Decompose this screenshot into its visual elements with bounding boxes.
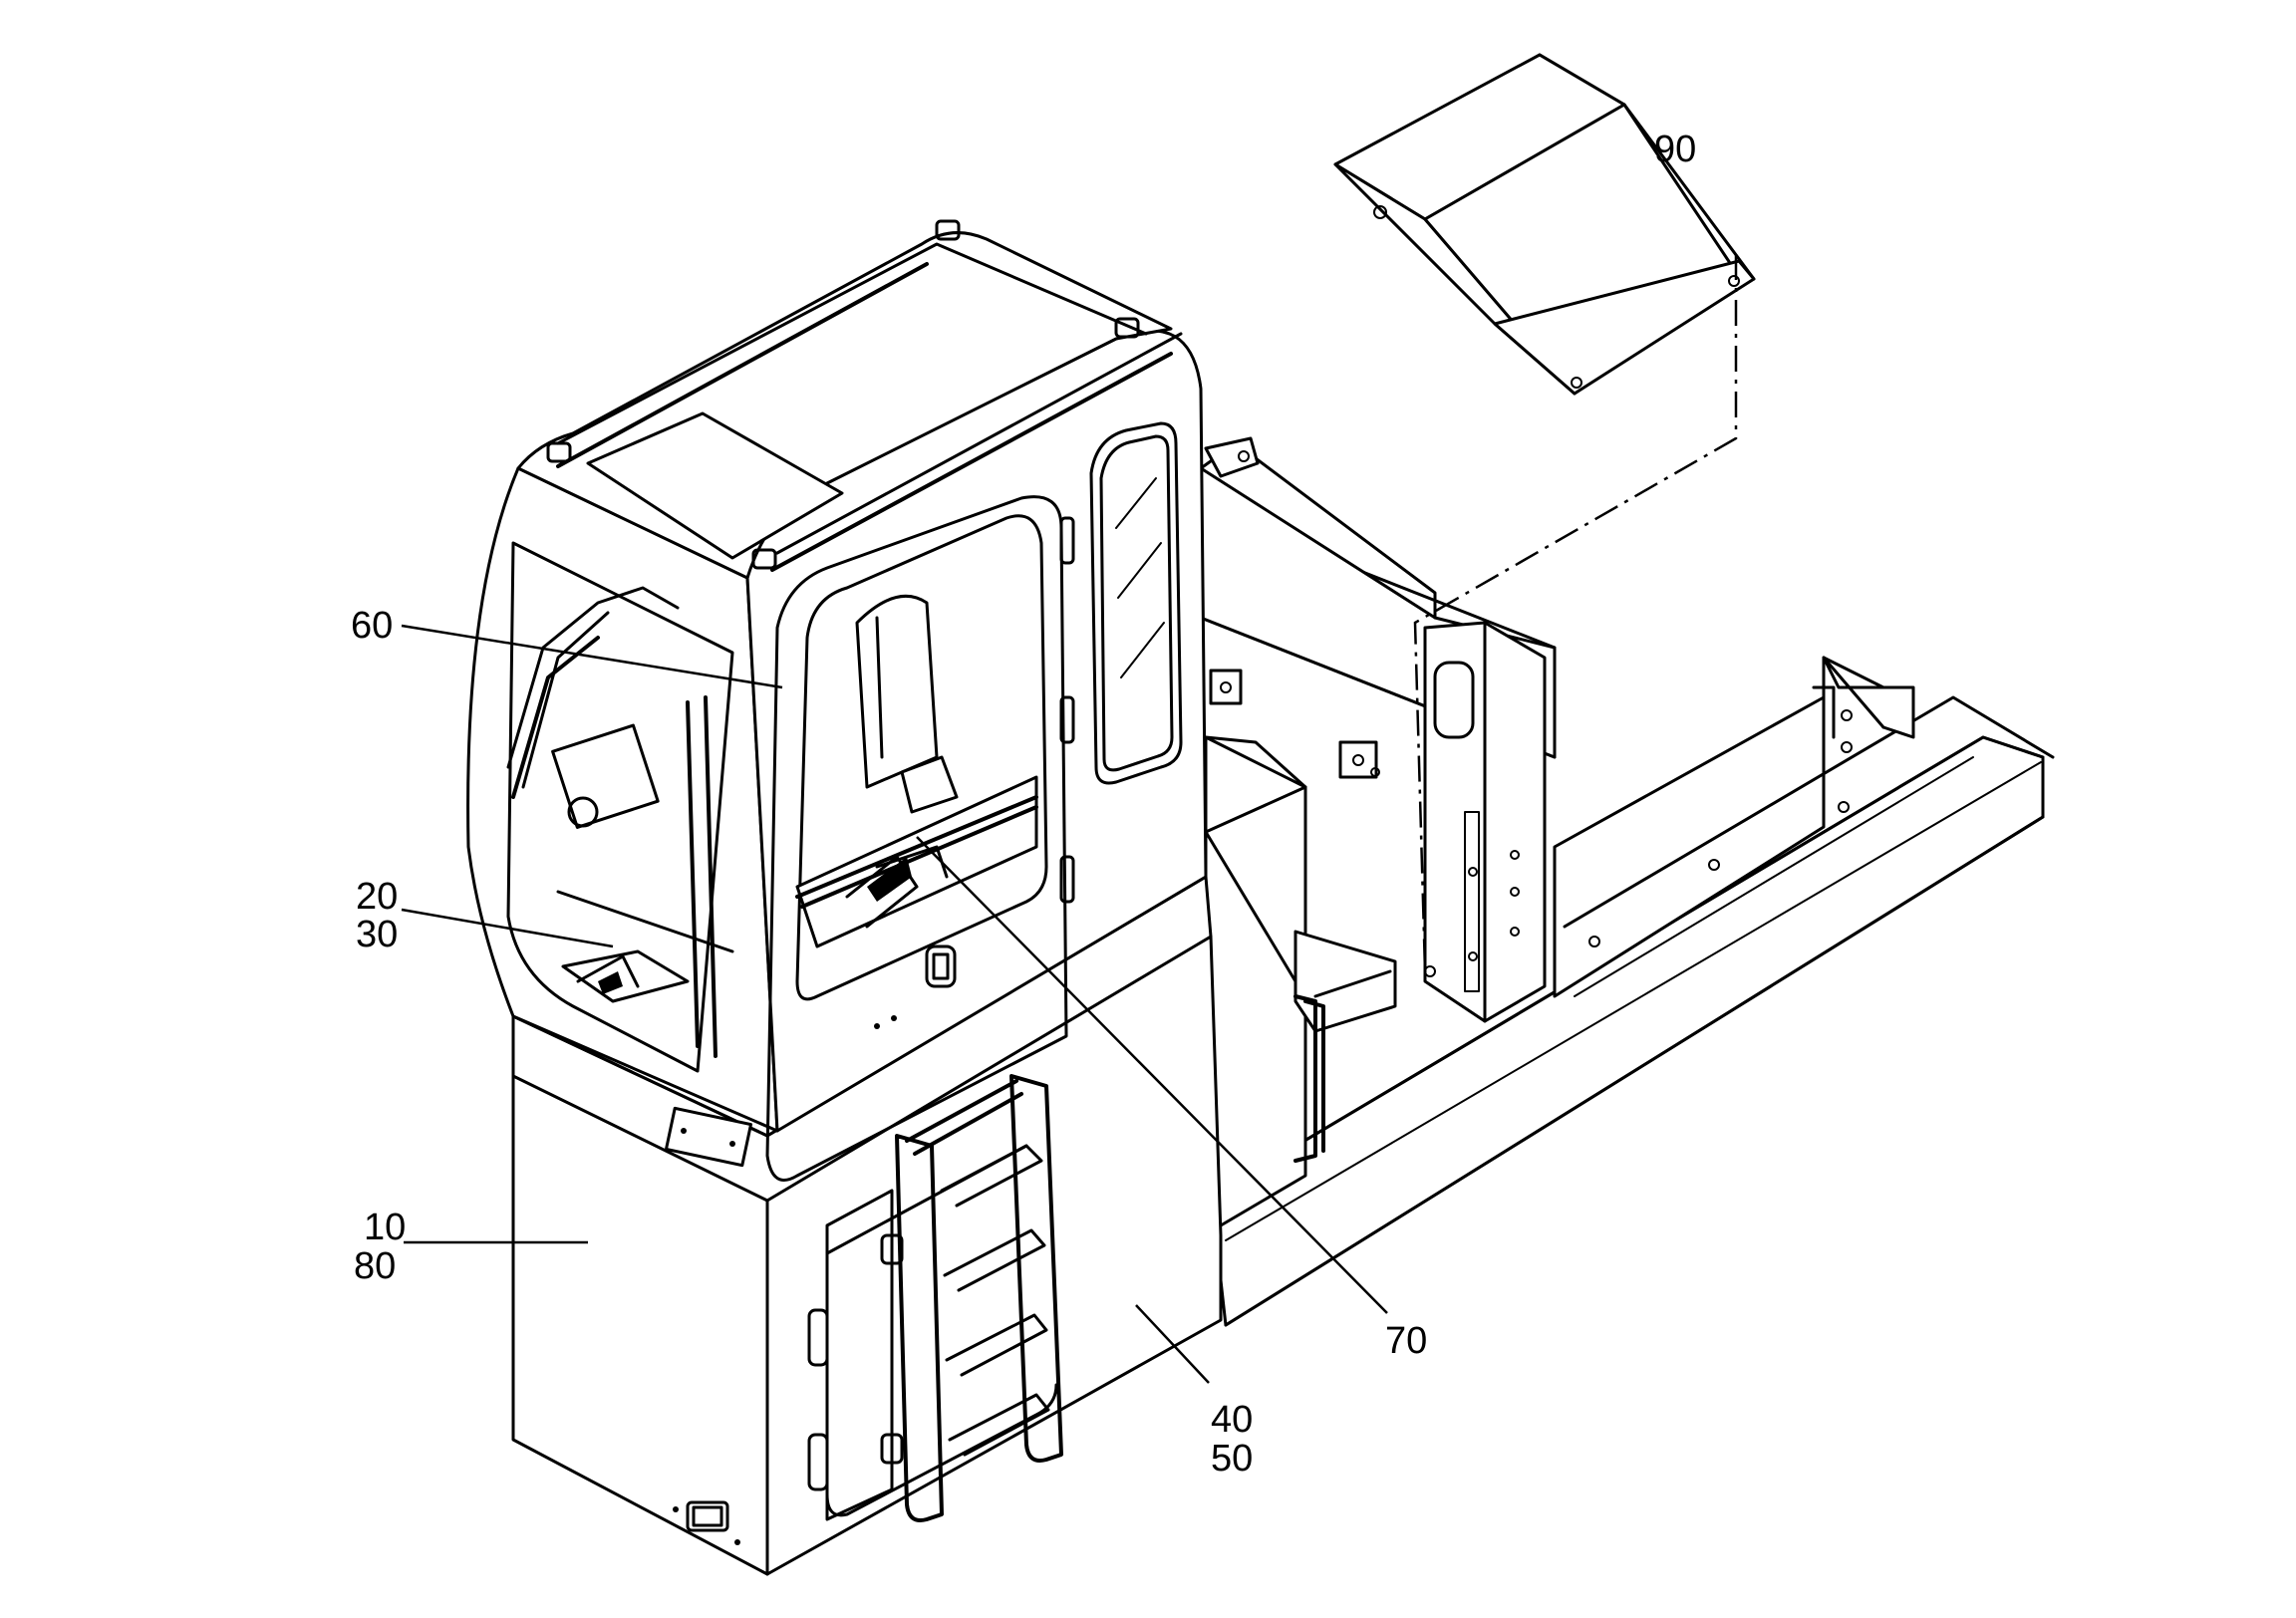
chassis-frame [1199, 436, 2055, 1327]
cover-part [1333, 53, 1756, 972]
callout-80: 80 [354, 1245, 396, 1287]
callout-10: 10 [364, 1207, 406, 1248]
callout-20: 20 [356, 876, 398, 918]
callout-40: 40 [1211, 1399, 1253, 1441]
callout-labels: 90 60 20 30 10 80 70 40 50 [351, 129, 1696, 1480]
callout-90: 90 [1654, 129, 1696, 170]
callout-70: 70 [1385, 1320, 1427, 1362]
operator-cab [466, 219, 1213, 1203]
callout-50: 50 [1211, 1438, 1253, 1480]
leader-lines [401, 624, 1388, 1384]
callout-60: 60 [351, 605, 393, 647]
access-ladder [880, 1074, 1063, 1522]
callout-30: 30 [356, 914, 398, 955]
